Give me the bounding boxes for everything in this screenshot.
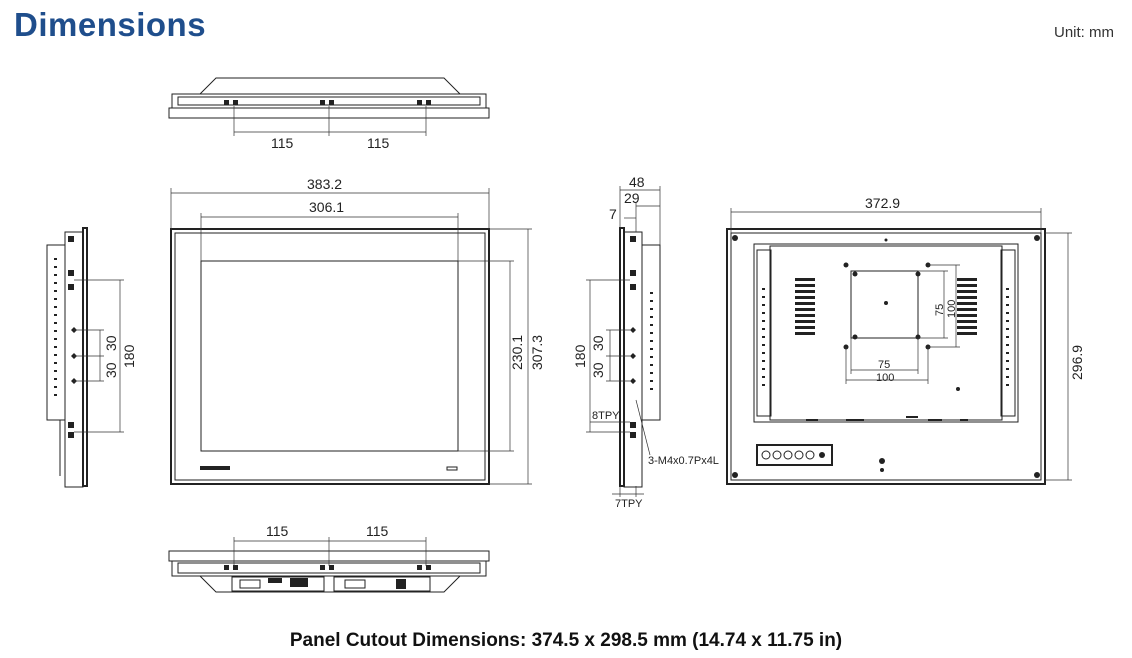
front-view: 383.2 306.1 230.1 307.3	[170, 176, 545, 485]
left-dim-30-a: 30	[103, 335, 119, 351]
front-dim-height-outer: 307.3	[529, 335, 545, 370]
right-side-view: 48 29 7 180 30 30 8TPY 3-M4x0.7Px4L 7TPY	[572, 174, 719, 510]
side-dim-29: 29	[624, 190, 640, 206]
rear-side-dots	[762, 288, 1009, 386]
bottom-dim-left: 115	[266, 523, 289, 539]
rear-button-panel	[756, 444, 833, 466]
panel-cutout-caption: Panel Cutout Dimensions: 374.5 x 298.5 m…	[289, 630, 843, 651]
bottom-view: 115 115	[168, 523, 490, 593]
left-side-view: 30 30 180	[46, 227, 137, 488]
side-dim-180: 180	[572, 344, 588, 368]
side-label-8tpy: 8TPY	[592, 410, 620, 422]
top-dim-right: 115	[367, 135, 390, 151]
rear-io-labels	[806, 416, 968, 421]
top-view: 115 115	[168, 77, 490, 151]
rear-vent-left	[795, 278, 815, 335]
left-dim-180: 180	[121, 344, 137, 368]
side-dim-7: 7	[609, 206, 617, 222]
bottom-io-ports	[239, 578, 406, 589]
page-title: Dimensions	[14, 6, 207, 43]
side-label-7tpy: 7TPY	[615, 498, 643, 510]
rear-view: 75 100 75 100 372.9	[726, 195, 1085, 485]
left-dim-30-b: 30	[103, 362, 119, 378]
vesa-dim-75-v: 75	[934, 304, 946, 316]
front-dim-height-inner: 230.1	[509, 335, 525, 370]
side-dim-30-a: 30	[590, 335, 606, 351]
rear-dim-width: 372.9	[865, 195, 900, 211]
side-label-screw: 3-M4x0.7Px4L	[648, 455, 719, 467]
vesa-dim-75-h: 75	[878, 359, 890, 371]
bottom-dim-right: 115	[366, 523, 389, 539]
side-dim-30-b: 30	[590, 362, 606, 378]
vesa-dim-100-v: 100	[946, 300, 958, 318]
vesa-mount-pattern: 75 100 75 100	[843, 262, 960, 384]
rear-dim-height: 296.9	[1069, 345, 1085, 380]
left-side-vents	[54, 258, 57, 396]
rear-vent-right	[957, 278, 977, 335]
unit-label: Unit: mm	[1054, 24, 1114, 41]
right-side-vents	[650, 292, 653, 390]
side-dim-48: 48	[629, 174, 645, 190]
top-dim-left: 115	[271, 135, 294, 151]
front-dim-width-outer: 383.2	[307, 176, 342, 192]
vesa-dim-100-h: 100	[876, 372, 894, 384]
front-dim-width-inner: 306.1	[309, 199, 344, 215]
